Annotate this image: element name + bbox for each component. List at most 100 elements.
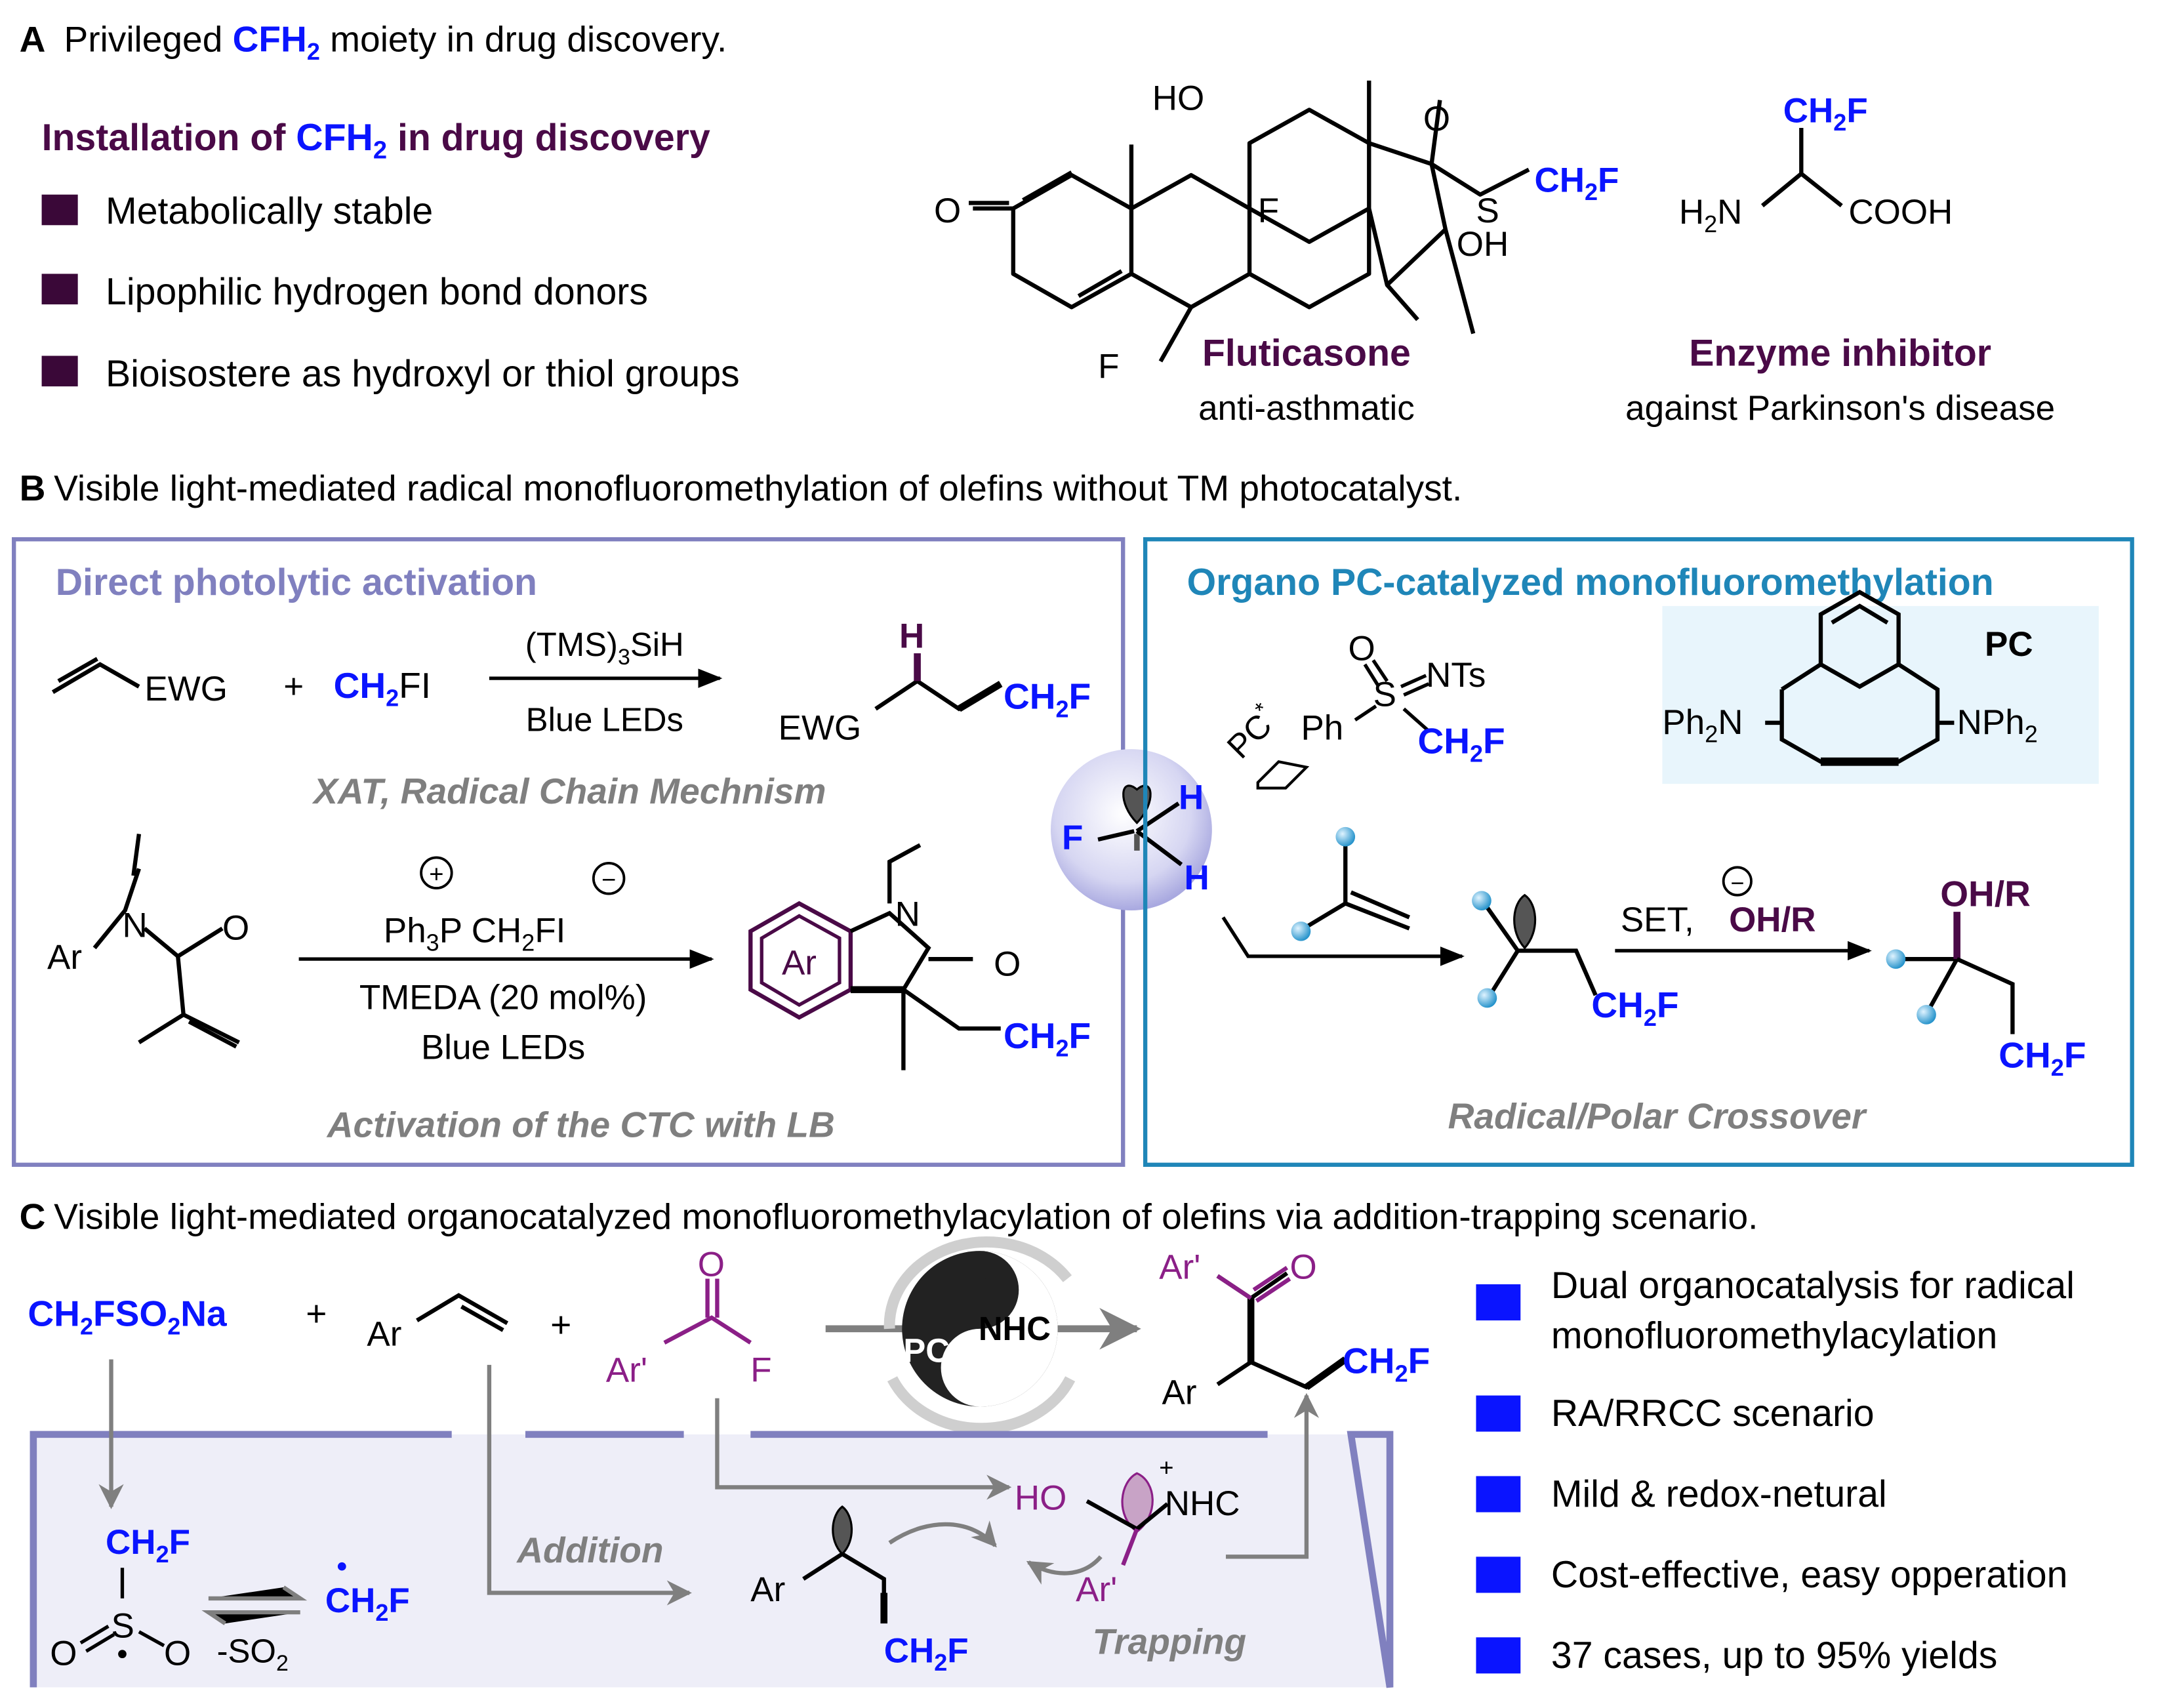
hydroxyl-label: HO bbox=[1015, 1478, 1066, 1517]
ch2f-label: CH2F bbox=[1534, 161, 1619, 205]
bullet-square-icon bbox=[41, 356, 78, 387]
plus-sign: + bbox=[306, 1293, 327, 1334]
condition-bottom: Blue LEDs bbox=[421, 1028, 585, 1067]
pc-label: PC bbox=[903, 1332, 950, 1370]
aryl-label: Ar' bbox=[1076, 1570, 1117, 1609]
pc-excited-label: PC* bbox=[1217, 698, 1285, 765]
nucleophile-label: OH/R bbox=[1729, 901, 1816, 939]
acrylate-structure bbox=[51, 657, 140, 695]
ch2f-radical-label: CH2F bbox=[325, 1581, 410, 1626]
ewg-label: EWG bbox=[779, 708, 862, 747]
nucleophile-label: OH/R bbox=[1940, 874, 2031, 914]
set-label: SET, bbox=[1621, 901, 1694, 939]
so2-loss-label: -SO2 bbox=[217, 1632, 289, 1676]
olefin-structure bbox=[1303, 839, 1410, 931]
list-item: Metabolically stable bbox=[106, 190, 433, 232]
atom-label: O bbox=[934, 192, 961, 230]
aryl-label: Ar bbox=[1162, 1373, 1197, 1412]
substituent-ball-icon bbox=[1886, 949, 1906, 969]
acyl-arrow bbox=[715, 1398, 1012, 1500]
minus-charge-icon bbox=[592, 862, 626, 895]
list-item: Mild & redox-netural bbox=[1551, 1473, 1887, 1515]
amine-label: H2N bbox=[1679, 193, 1743, 237]
direct-photolytic-title: Direct photolytic activation bbox=[56, 561, 537, 603]
ch2fi-reagent: CH2FI bbox=[334, 665, 432, 712]
acrylamide-structure bbox=[92, 834, 240, 1049]
addition-label: Addition bbox=[516, 1530, 663, 1570]
substituent-ball-icon bbox=[1472, 891, 1491, 910]
ch2f-label: CH2F bbox=[106, 1523, 190, 1568]
addition-arrow bbox=[487, 1364, 692, 1606]
orbital-lobe-icon bbox=[1121, 1472, 1154, 1534]
styrene-structure bbox=[416, 1293, 509, 1332]
enzyme-structure bbox=[1760, 127, 1843, 208]
atom-label: O bbox=[698, 1245, 725, 1284]
feature-square-icon bbox=[1476, 1395, 1521, 1432]
substituent-ball-icon bbox=[1917, 1005, 1936, 1025]
substituent-ball-icon bbox=[1291, 921, 1311, 941]
pc-structure-panel bbox=[1662, 605, 2099, 784]
substituent-ball-icon bbox=[1335, 826, 1356, 847]
atom-label: N bbox=[122, 906, 147, 945]
aryl-label: Ar bbox=[367, 1314, 401, 1353]
aryl-label: Ar' bbox=[606, 1351, 647, 1389]
ctc-mechanism-label: Activation of the CTC with LB bbox=[326, 1104, 835, 1145]
feature-square-icon bbox=[1476, 1556, 1521, 1593]
sulfinyl-radical: CH2F S O O bbox=[50, 1523, 191, 1673]
ch2f-label: CH2F bbox=[1004, 676, 1091, 723]
sulfoximine-bonds bbox=[1354, 659, 1430, 733]
enzyme-use: against Parkinson's disease bbox=[1625, 389, 2055, 428]
nhc-label: NHC bbox=[979, 1310, 1051, 1347]
mechanism-panel bbox=[33, 1434, 1390, 1688]
bullet-square-icon bbox=[41, 194, 78, 226]
sulfinate-reagent: CH2FSO2Na bbox=[28, 1293, 227, 1340]
mechanism-panel-border bbox=[30, 1431, 1394, 1688]
fluticasone-name: Fluticasone bbox=[1202, 332, 1411, 374]
addition-arrow bbox=[1221, 916, 1465, 966]
charge-label: + bbox=[429, 861, 443, 889]
atom-label: F bbox=[1258, 192, 1279, 230]
feature-square-icon bbox=[1476, 1637, 1521, 1674]
section-a-header: A Privileged CFH2 moiety in drug discove… bbox=[20, 18, 727, 65]
atom-label: F bbox=[1098, 347, 1119, 386]
atom-label: H bbox=[1179, 778, 1204, 817]
atom-label: O bbox=[164, 1635, 191, 1673]
enzyme-name: Enzyme inhibitor bbox=[1689, 332, 1991, 374]
atom-label: S bbox=[112, 1606, 134, 1645]
ch2f-label: CH2F bbox=[884, 1631, 969, 1676]
nts-label: NTs bbox=[1426, 656, 1486, 695]
atom-label: OH bbox=[1457, 225, 1509, 264]
list-item: Bioisostere as hydroxyl or thiol groups bbox=[106, 353, 740, 395]
feature-square-icon bbox=[1476, 1284, 1521, 1321]
list-item: RA/RRCC scenario bbox=[1551, 1393, 1875, 1434]
atom-label: O bbox=[50, 1635, 77, 1673]
hydrogen-label: H bbox=[899, 617, 924, 655]
atom-label: O bbox=[1423, 100, 1450, 138]
atom-label: N bbox=[895, 895, 920, 933]
installation-title: Installation of CFH2 in drug discovery bbox=[42, 117, 710, 165]
list-item: Cost-effective, easy opperation bbox=[1551, 1554, 2068, 1596]
list-item: monofluoromethylacylation bbox=[1551, 1314, 1997, 1356]
oxindole-ring bbox=[849, 843, 1001, 1070]
charge-label: − bbox=[1730, 869, 1744, 896]
installation-list: Metabolically stable Lipophilic hydrogen… bbox=[41, 190, 740, 395]
enzyme-labels: CH2F H2N COOH Enzyme inhibitor against P… bbox=[1625, 91, 2055, 427]
plus-charge-icon bbox=[420, 856, 453, 889]
ch2f-label: CH2F bbox=[1783, 91, 1868, 136]
trapping-arrow bbox=[888, 1520, 997, 1548]
ch2f-label: CH2F bbox=[1999, 1034, 2086, 1081]
ch2f-label: CH2F bbox=[1591, 985, 1678, 1031]
atom-label: O bbox=[222, 908, 249, 947]
atom-label: F bbox=[1062, 819, 1083, 857]
product2-structure bbox=[1898, 912, 2015, 1034]
atom-label: F bbox=[750, 1351, 771, 1389]
aryl-label: Ar bbox=[750, 1570, 785, 1609]
nhc-label: NHC bbox=[1165, 1484, 1240, 1523]
organo-pc-box bbox=[1143, 537, 2134, 1167]
orbital-lobe-icon bbox=[1513, 893, 1537, 950]
aryl-label: Ar bbox=[47, 938, 82, 977]
